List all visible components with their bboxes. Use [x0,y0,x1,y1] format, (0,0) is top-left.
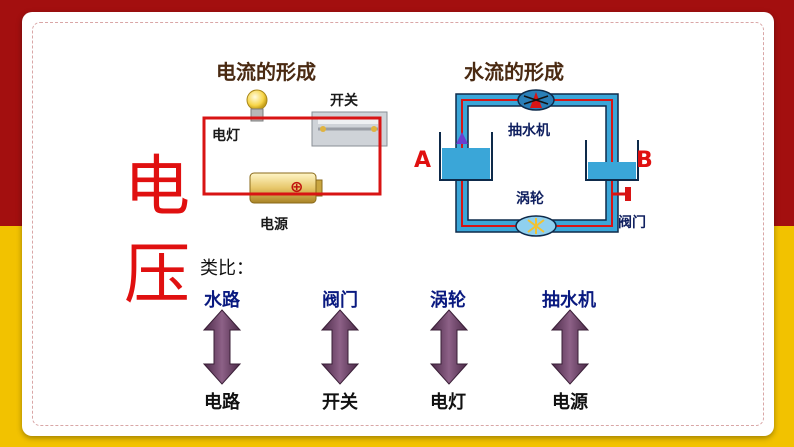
analogy-bottom-3: 电灯 [430,392,466,413]
circuit-wire [202,116,382,196]
double-arrow-2 [320,309,360,385]
water-title: 水流的形成 [464,60,564,84]
analogy-bottom-4: 电源 [552,392,588,413]
vertical-title-char-1: 电 [124,148,190,225]
pump-label: 抽水机 [508,123,550,139]
battery-icon [249,172,317,204]
double-arrow-3 [429,309,469,385]
analogy-top-2: 阀门 [322,290,358,311]
water-diagram [439,89,639,237]
battery-sign: ⊕ [290,177,304,196]
analogy-bottom-2: 开关 [322,392,358,413]
analogy-top-1: 水路 [204,290,240,311]
analogy-label: 类比： [200,258,254,279]
lamp-icon [246,89,268,111]
analogy-arrows [202,309,590,385]
tank-left [442,148,490,179]
turbine-label: 涡轮 [516,191,544,207]
vertical-title-char-2: 压 [124,236,190,313]
circuit-title: 电流的形成 [216,60,316,84]
point-a-label: A [414,148,432,173]
double-arrow-4 [550,309,590,385]
switch-label: 开关 [330,93,358,109]
analogy-bottom-1: 电路 [204,392,240,413]
slide-canvas: 电 压 [22,12,774,436]
point-b-label: B [636,148,653,173]
lamp-label: 电灯 [212,128,240,144]
analogy-top-4: 抽水机 [542,290,596,311]
analogy-top-3: 涡轮 [430,290,466,311]
circuit-diagram [202,89,388,204]
double-arrow-1 [202,309,242,385]
tank-right [588,162,636,179]
diagram-drawings [202,89,639,385]
source-label: 电源 [260,217,288,233]
valve-label: 阀门 [618,215,646,231]
slide-dashed-border [32,22,764,426]
